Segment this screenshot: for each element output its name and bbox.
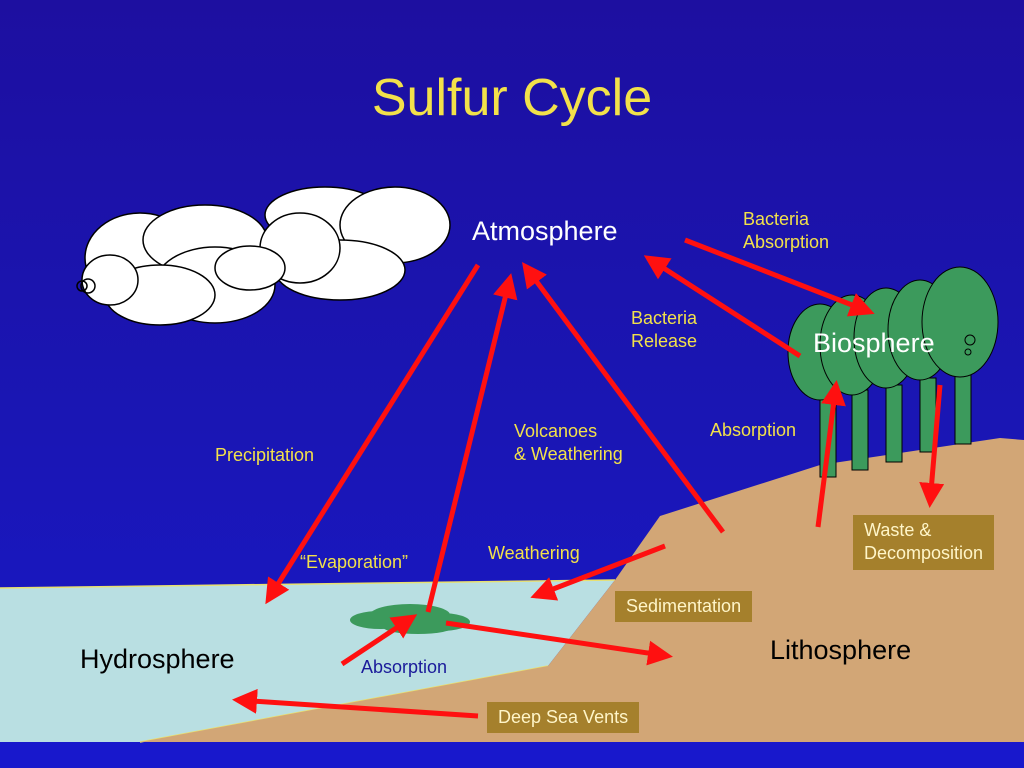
- arrow-weathering: [530, 543, 666, 601]
- absorption-bio-label: Absorption: [710, 420, 797, 440]
- arrow-absorption-bio: [815, 380, 846, 528]
- arrow-volcanoes: [522, 261, 726, 534]
- evaporation-label: “Evaporation”: [300, 552, 409, 572]
- waste-line1: Waste &: [864, 520, 932, 540]
- precipitation-label: Precipitation: [215, 445, 315, 465]
- volcanoes-line1: Volcanoes: [514, 421, 598, 441]
- slide-title: Sulfur Cycle: [371, 69, 653, 127]
- bacteria-absorption-line2: Absorption: [743, 232, 830, 253]
- land-area: [140, 438, 1024, 742]
- cloud-icon: [76, 186, 451, 326]
- arrow-precipitation: [265, 263, 481, 605]
- arrow-sedimentation: [445, 620, 673, 666]
- bacteria-absorption-label: Bacteria Absorption: [743, 208, 829, 255]
- weathering-label: Weathering: [488, 543, 580, 563]
- arrow-absorption-water: [340, 614, 418, 667]
- arrow-bacteria-release: [643, 255, 802, 359]
- lithosphere-label: Lithosphere: [770, 635, 912, 665]
- arrow-evaporation: [425, 273, 518, 613]
- waste-decomposition-box: Waste & Decomposition: [853, 515, 995, 570]
- volcanoes-line2: & Weathering: [514, 444, 623, 465]
- arrow-waste: [919, 384, 945, 508]
- arrow-bacteria-absorption: [684, 237, 875, 317]
- sedimentation-box: Sedimentation: [615, 591, 753, 623]
- cycle-arrows: [232, 237, 945, 719]
- deep-sea-vents-box: Deep Sea Vents: [487, 702, 640, 734]
- volcanoes-label: Volcanoes & Weathering: [514, 420, 623, 467]
- biosphere-label: Biosphere: [813, 328, 935, 358]
- arrow-deep-sea-vents: [232, 688, 479, 719]
- waste-line2: Decomposition: [864, 543, 984, 564]
- hydrosphere-label: Hydrosphere: [80, 644, 235, 674]
- absorption-water-label: Absorption: [361, 657, 448, 677]
- bacteria-release-line1: Bacteria: [631, 308, 698, 328]
- atmosphere-label: Atmosphere: [472, 216, 618, 246]
- bottom-strip: [0, 740, 1024, 768]
- bacteria-release-line2: Release: [631, 331, 698, 352]
- bacteria-absorption-line1: Bacteria: [743, 209, 810, 229]
- bacteria-release-label: Bacteria Release: [631, 307, 697, 354]
